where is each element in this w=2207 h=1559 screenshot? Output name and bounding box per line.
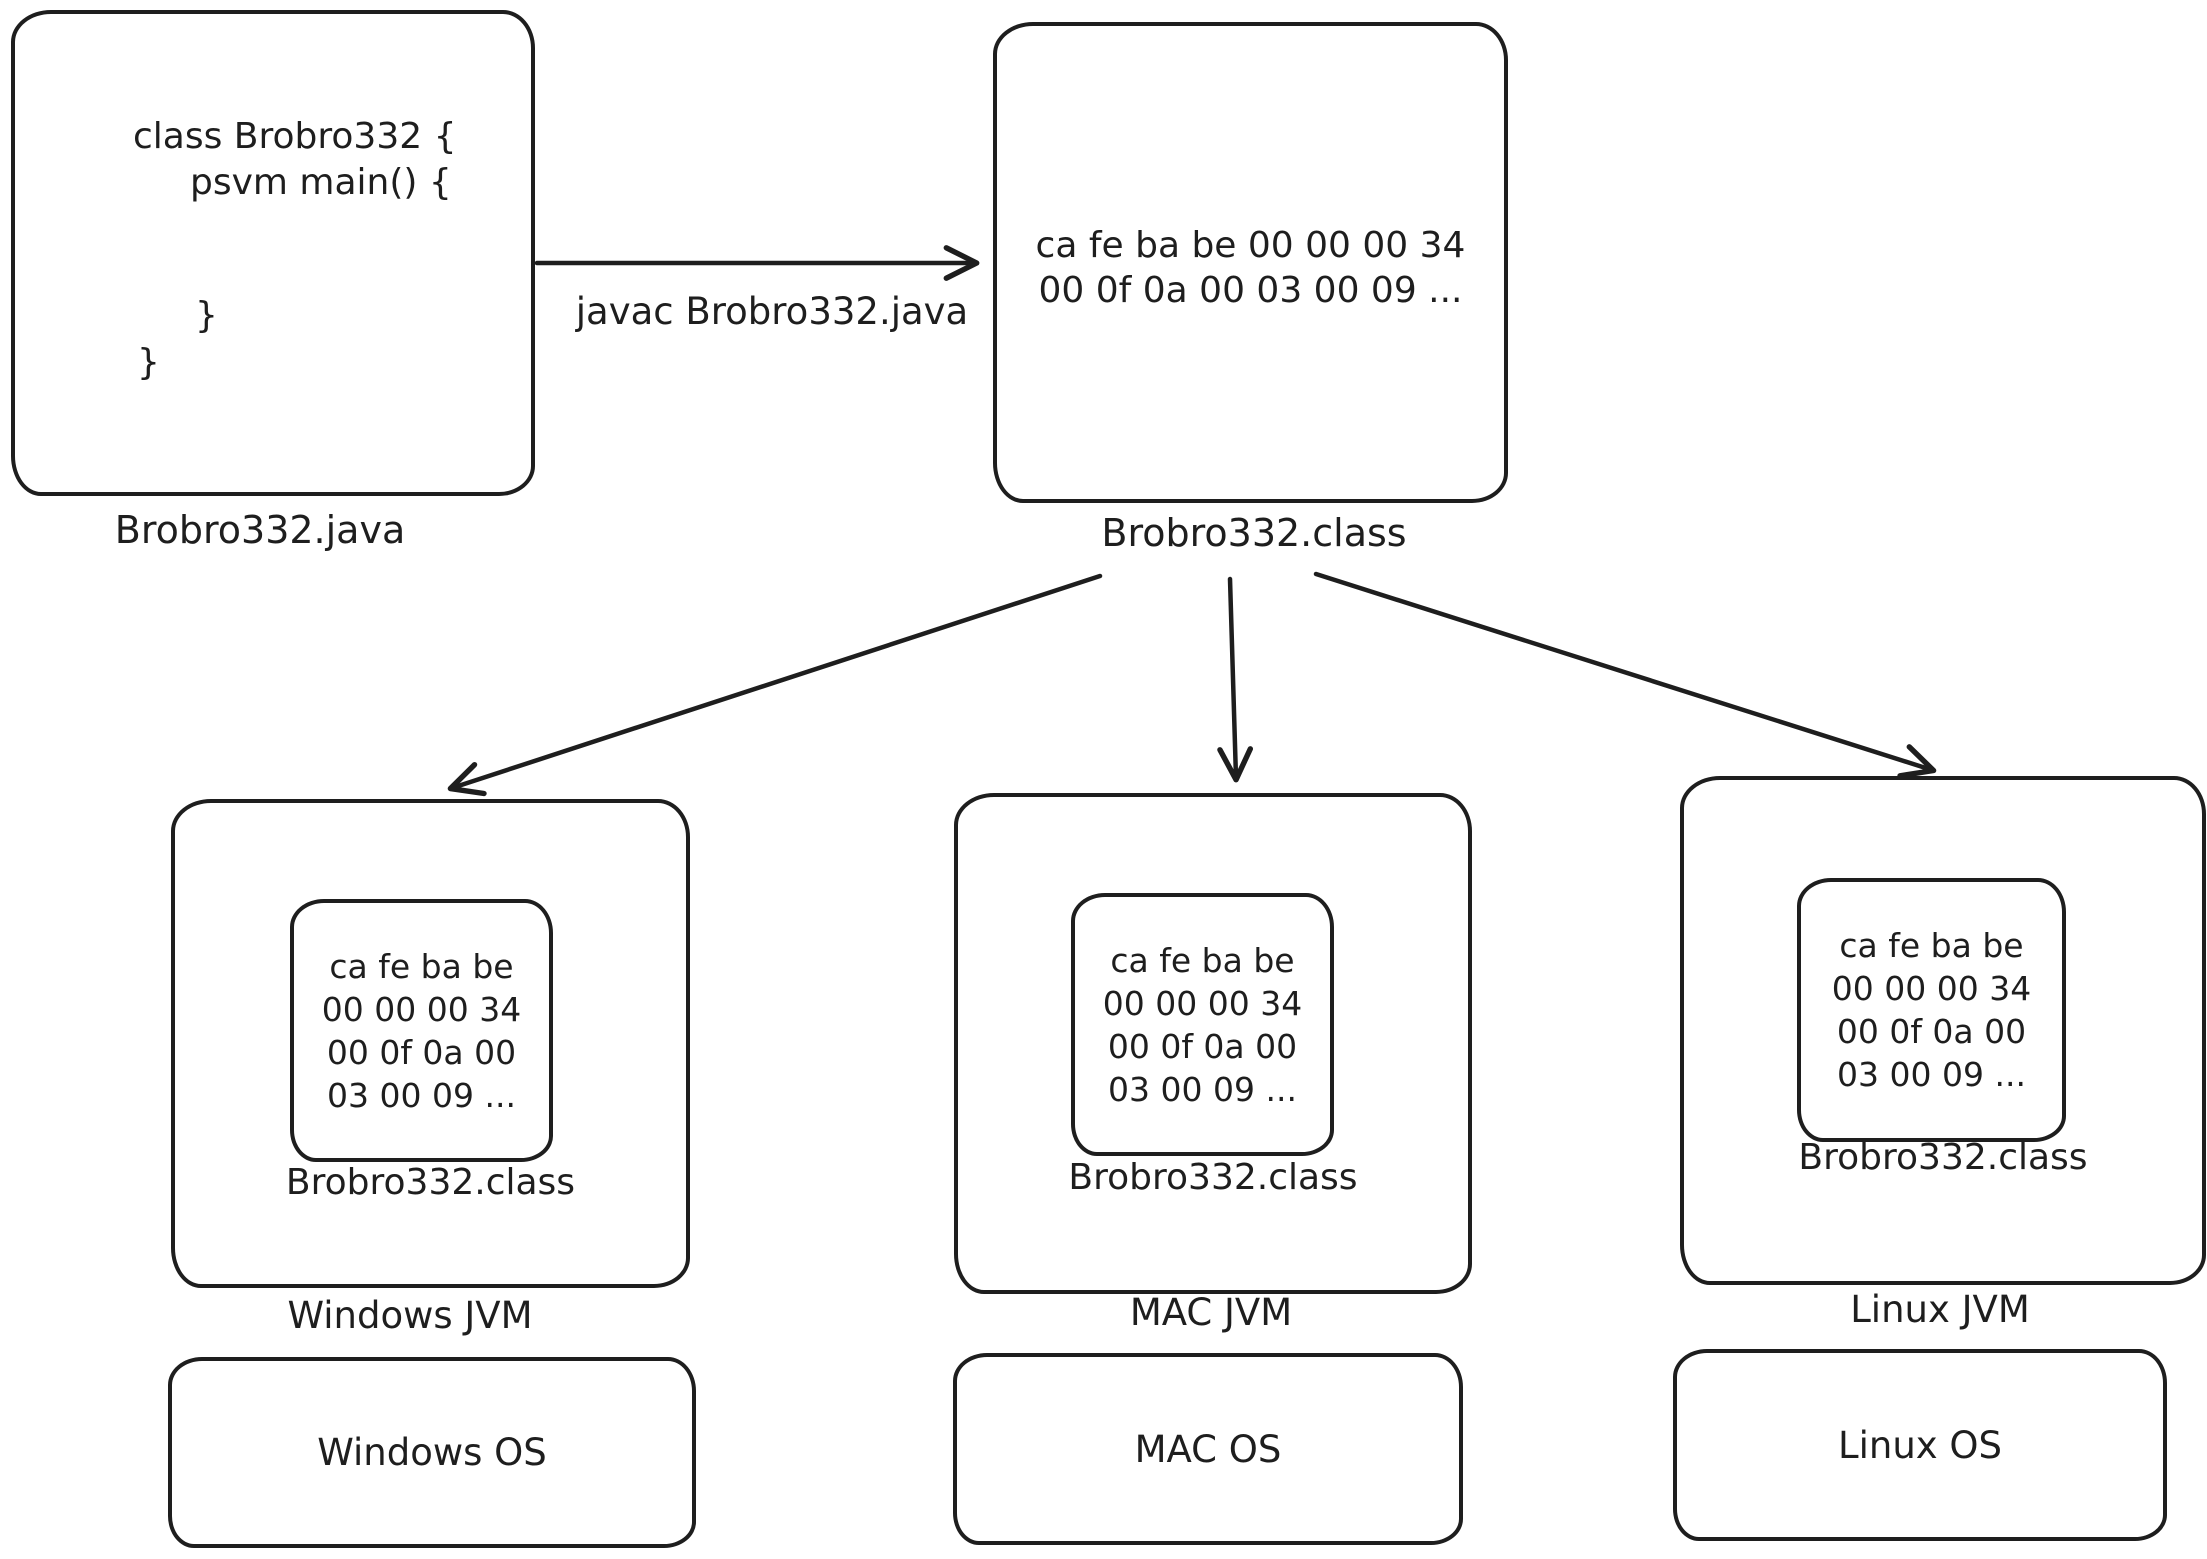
bytecode-line: 00 0f 0a 00 03 00 09 ... xyxy=(1038,270,1463,311)
bytecode-line: 03 00 09 ... xyxy=(1837,1055,2026,1094)
class-file-label: Brobro332.class xyxy=(1101,511,1407,555)
bytecode-line: 03 00 09 ... xyxy=(327,1075,516,1115)
bytecode-text: ca fe ba be 00 00 00 34 00 0f 0a 00 03 00 0… xyxy=(1832,924,2031,1096)
bytecode-line: 03 00 09 ... xyxy=(1108,1069,1297,1109)
bytecode-line: 00 0f 0a 00 xyxy=(1836,1012,2027,1051)
windows-jvm-label: Windows JVM xyxy=(287,1294,533,1337)
java-source-box: class Brobro332 { psvm main() { } } xyxy=(11,10,535,496)
mac-os-label: MAC OS xyxy=(1134,1427,1282,1471)
mac-classfile-label: Brobro332.class xyxy=(1068,1157,1358,1198)
linux-classfile-box: ca fe ba be 00 00 00 34 00 0f 0a 00 03 00 0… xyxy=(1797,878,2066,1142)
bytecode-line: ca fe ba be xyxy=(1110,940,1295,980)
bytecode-line: 00 0f 0a 00 xyxy=(326,1032,517,1072)
linux-os-box: Linux OS xyxy=(1673,1349,2167,1541)
arrow-to-windows-jvm xyxy=(447,573,1103,797)
bytecode-line: ca fe ba be 00 00 00 34 xyxy=(1035,225,1466,266)
source-code-line: } xyxy=(137,342,160,383)
linux-jvm-label: Linux JVM xyxy=(1850,1288,2030,1331)
windows-os-box: Windows OS xyxy=(168,1357,696,1548)
mac-os-box: MAC OS xyxy=(953,1353,1463,1545)
mac-jvm-label: MAC JVM xyxy=(1129,1291,1293,1334)
arrow-to-linux-jvm xyxy=(1313,571,1937,779)
linux-os-label: Linux OS xyxy=(1837,1423,2003,1467)
bytecode-line: ca fe ba be xyxy=(329,946,514,986)
linux-classfile-label: Brobro332.class xyxy=(1798,1137,2088,1178)
windows-os-label: Windows OS xyxy=(317,1431,547,1474)
linux-jvm-box: ca fe ba be 00 00 00 34 00 0f 0a 00 03 00 0… xyxy=(1680,776,2206,1285)
bytecode-line: 00 00 00 34 xyxy=(1102,983,1303,1023)
bytecode-line: 00 00 00 34 xyxy=(321,989,522,1029)
compile-command-label: javac Brobro332.java xyxy=(575,290,969,333)
source-code-line: class Brobro332 { xyxy=(133,116,457,157)
bytecode-line: 00 00 00 34 xyxy=(1831,969,2032,1008)
source-code-line: psvm main() { xyxy=(190,162,452,203)
bytecode-line: ca fe ba be xyxy=(1839,926,2024,965)
java-source-file-label: Brobro332.java xyxy=(114,508,406,552)
windows-classfile-label: Brobro332.class xyxy=(285,1162,576,1203)
source-code-line: } xyxy=(195,295,218,336)
arrow-to-mac-jvm xyxy=(1217,576,1254,783)
bytecode-line: 00 0f 0a 00 xyxy=(1107,1026,1298,1066)
